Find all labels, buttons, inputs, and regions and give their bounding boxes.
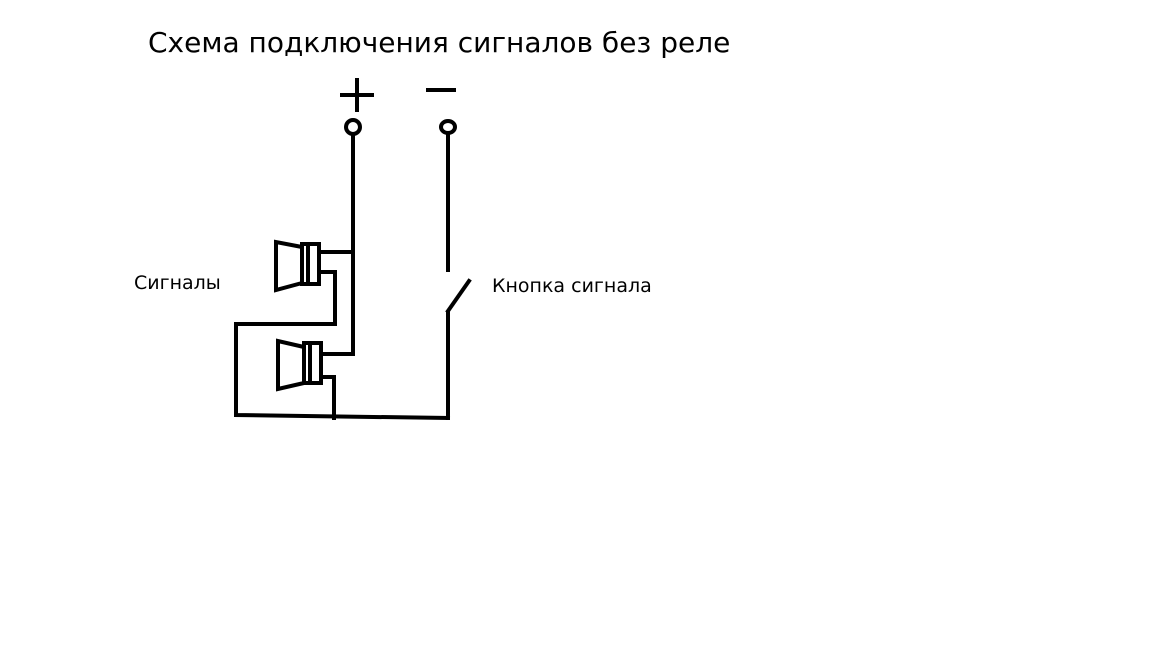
horns-label: Сигналы bbox=[134, 272, 221, 294]
positive-terminal-sign bbox=[340, 78, 374, 112]
horn-button-label: Кнопка сигнала bbox=[492, 275, 652, 297]
diagram-title: Схема подключения сигналов без реле bbox=[148, 26, 731, 59]
horn-button-switch bbox=[445, 278, 472, 314]
switch-contact-arm bbox=[445, 278, 472, 314]
horn-top-ground-lead bbox=[234, 270, 451, 421]
horn-top bbox=[274, 239, 321, 293]
horn-top-body bbox=[300, 242, 321, 286]
horn-top-bell bbox=[274, 239, 304, 293]
horn-bottom-body bbox=[302, 341, 323, 385]
horn-bottom bbox=[276, 338, 323, 392]
horn-bottom-ground-lead bbox=[319, 375, 336, 420]
horn-bottom-bell bbox=[276, 338, 306, 392]
positive-terminal bbox=[344, 118, 362, 136]
